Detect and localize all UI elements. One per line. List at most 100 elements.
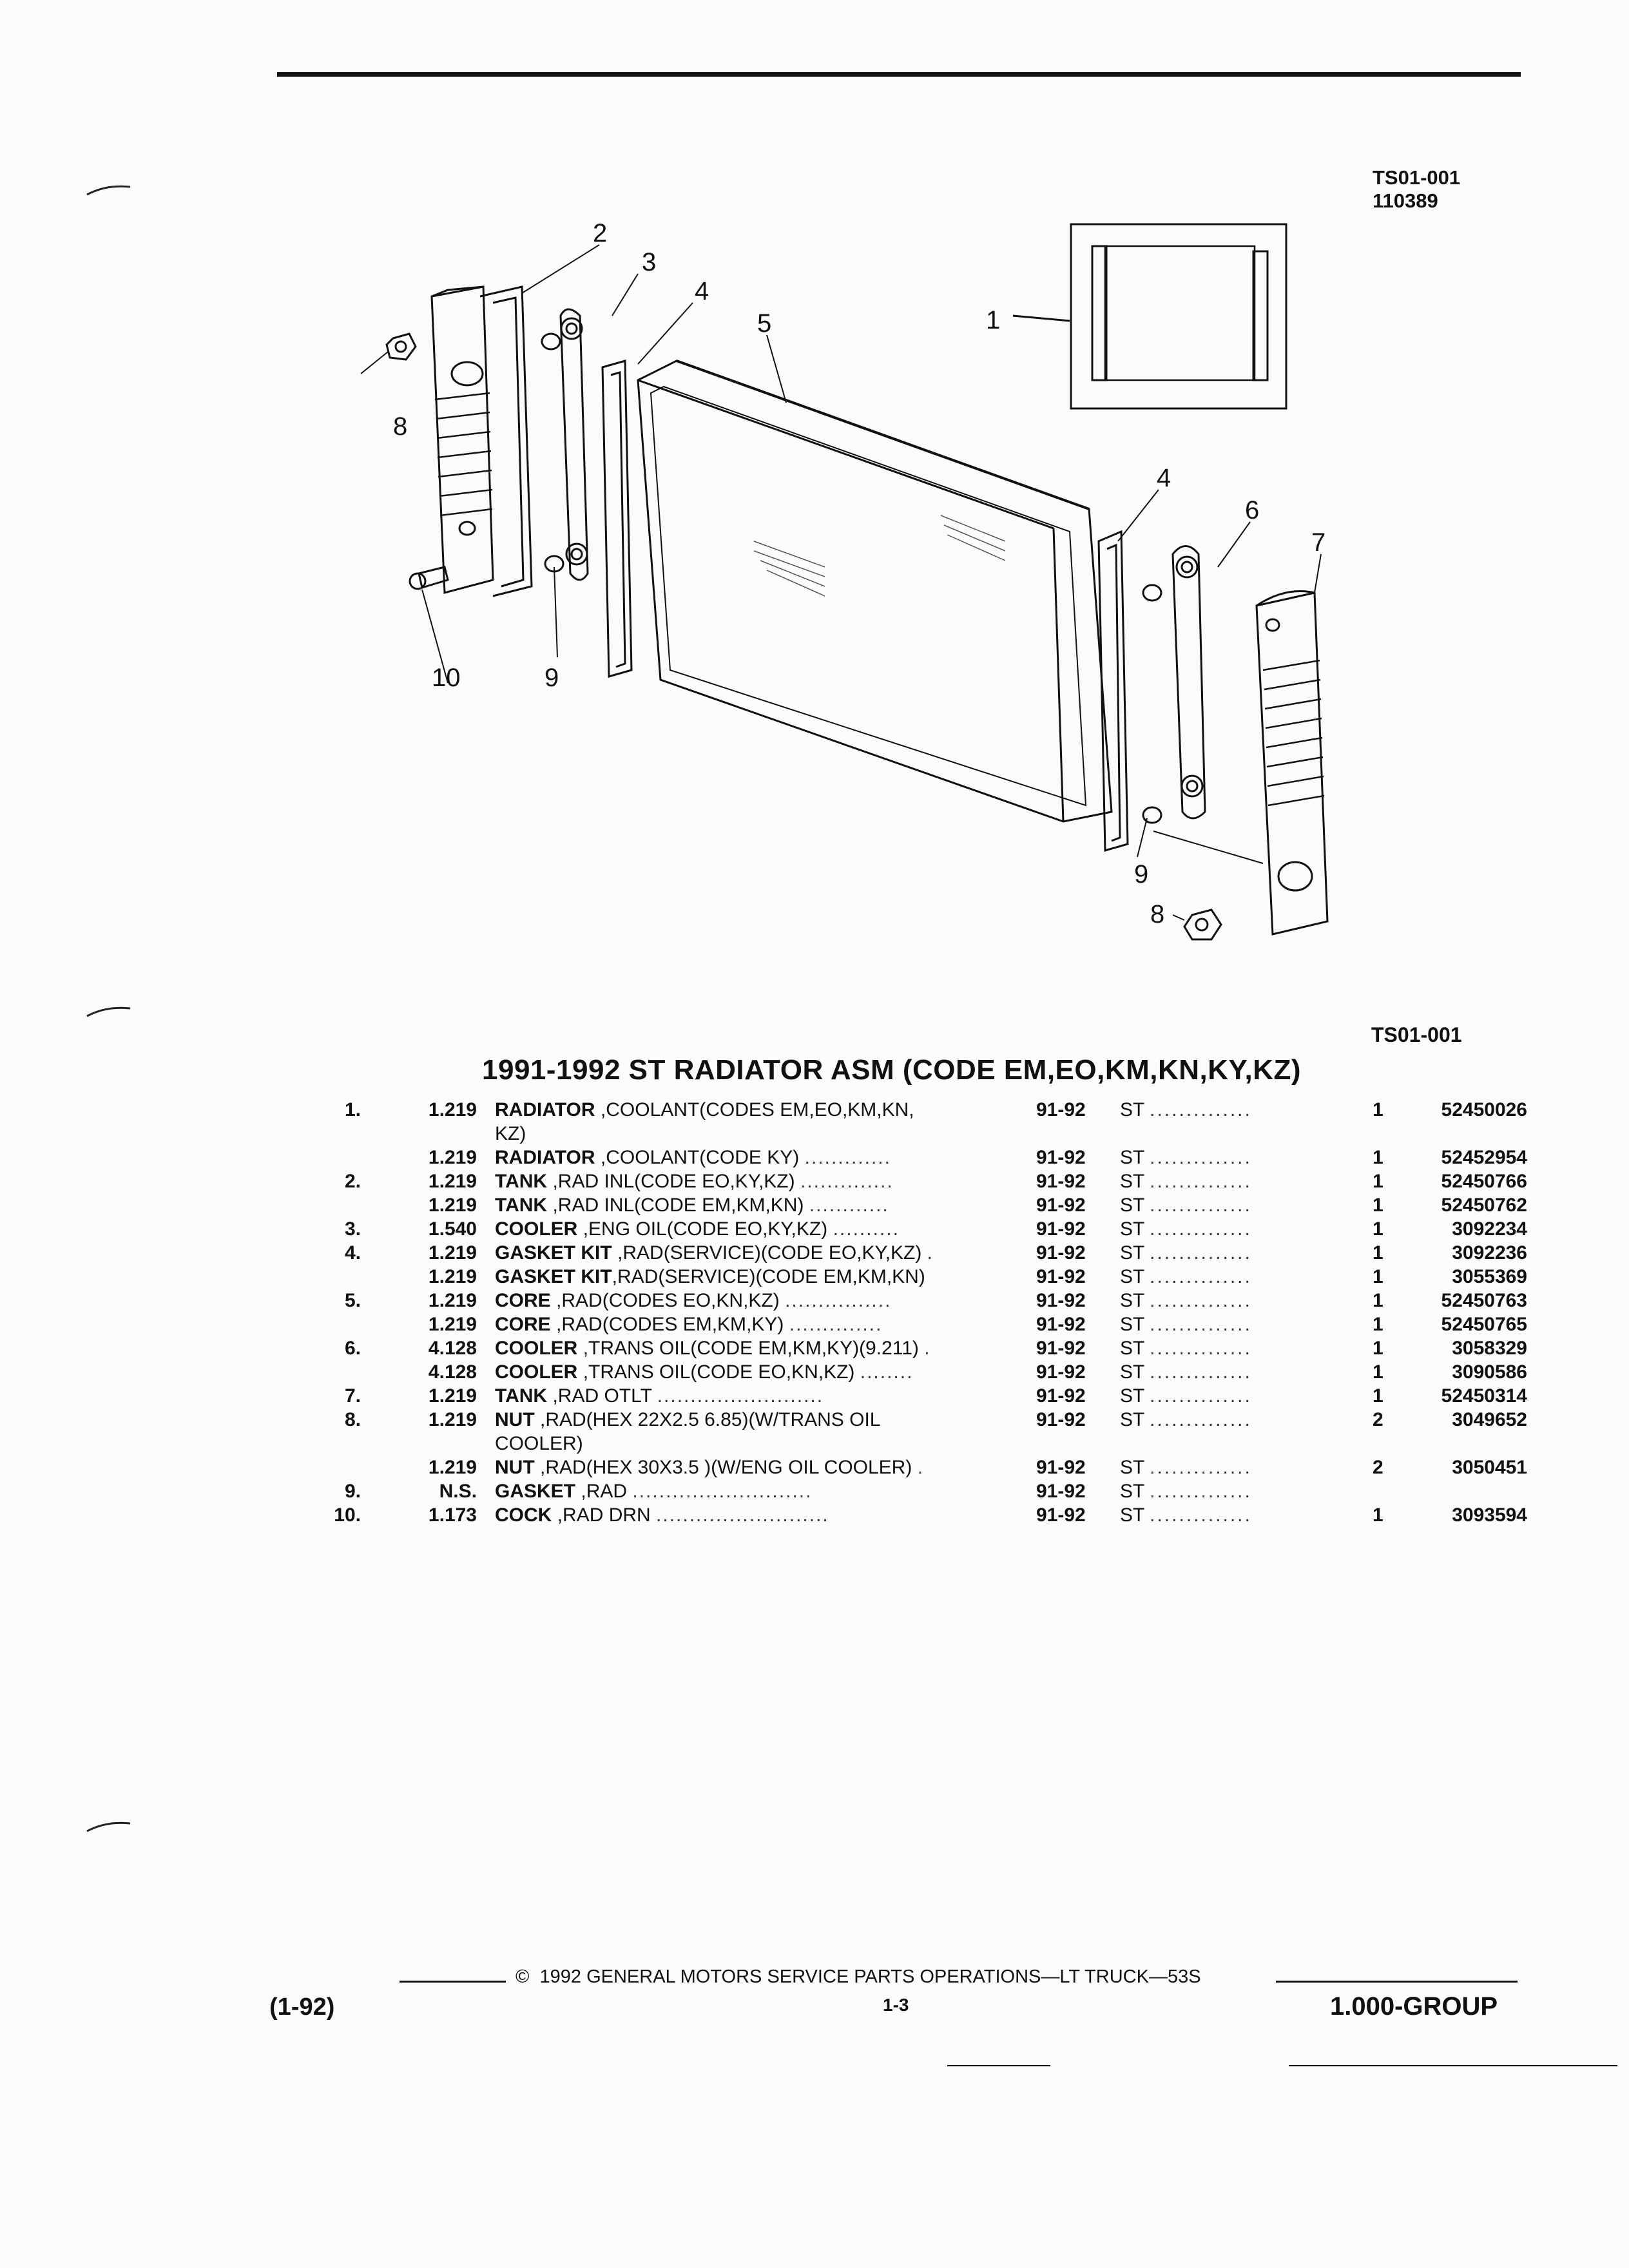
part-number: 52450762 [1441,1195,1527,1216]
header-reference: TS01-001 110389 [1373,166,1460,213]
part-name: CORE [495,1314,551,1335]
series: ST .............. [1120,1290,1252,1311]
item-index: 10. [334,1504,361,1526]
quantity: 1 [1373,1314,1383,1335]
part-detail: ,RAD INL(CODE EO,KY,KZ) [552,1171,795,1192]
group-number: N.S. [439,1481,477,1502]
model-years: 91-92 [1036,1504,1086,1526]
footer-date-code: (1-92) [269,1994,335,2021]
part-number: 3090586 [1452,1361,1527,1383]
radiator-exploded-diagram: 1 2 3 4 5 4 6 7 8 9 10 9 8 [360,219,1329,941]
callout: 2 [593,219,607,247]
part-description: RADIATOR ,COOLANT(CODES EM,EO,KM,KN,KZ) [495,1098,1030,1146]
footer-rule-left [400,1981,506,1983]
item-index: 7. [344,1385,361,1407]
quantity: 1 [1373,1218,1383,1240]
part-description: TANK ,RAD INL(CODE EM,KM,KN) ...........… [495,1195,889,1216]
bottom-reference: TS01-001 [1371,1023,1462,1046]
part-name: RADIATOR [495,1099,595,1120]
callout: 6 [1245,496,1259,524]
part-description: RADIATOR ,COOLANT(CODE KY) ............. [495,1147,891,1168]
part-number: 3092234 [1452,1218,1527,1240]
part-row: 8. 1.219 NUT ,RAD(HEX 22X2.5 6.85)(W/TRA… [316,1408,1540,1456]
model-years: 91-92 [1036,1242,1086,1264]
item-index: 4. [344,1242,361,1264]
part-name: NUT [495,1409,535,1430]
part-description: NUT ,RAD(HEX 30X3.5 )(W/ENG OIL COOLER) … [495,1457,925,1478]
part-name: GASKET KIT [495,1242,612,1264]
part-description: COOLER ,TRANS OIL(CODE EM,KM,KY)(9.211) … [495,1338,931,1359]
part-number: 3093594 [1452,1504,1527,1526]
part-row: 6. 4.128 COOLER ,TRANS OIL(CODE EM,KM,KY… [316,1336,1540,1360]
quantity: 1 [1373,1242,1383,1264]
part-description: GASKET KIT,RAD(SERVICE)(CODE EM,KM,KN) [495,1265,1030,1289]
model-years: 91-92 [1036,1314,1086,1335]
quantity: 1 [1373,1290,1383,1311]
quantity: 1 [1373,1338,1383,1359]
group-number: 1.219 [428,1195,477,1216]
series: ST .............. [1120,1147,1252,1168]
part-row: 4. 1.219 GASKET KIT ,RAD(SERVICE)(CODE E… [316,1241,1540,1265]
part-detail: ,RAD(CODES EO,KN,KZ) [556,1290,780,1311]
part-name: CORE [495,1290,551,1311]
series: ST .............. [1120,1338,1252,1359]
item-index: 9. [344,1481,361,1502]
quantity: 2 [1373,1409,1383,1430]
part-number: 52452954 [1441,1147,1527,1168]
series: ST .............. [1120,1099,1252,1120]
callout: 10 [432,664,461,692]
group-number: 1.540 [428,1218,477,1240]
part-number: 3055369 [1452,1266,1527,1287]
part-name: TANK [495,1385,548,1407]
series: ST .............. [1120,1242,1252,1264]
part-number: 3049652 [1452,1409,1527,1430]
part-row: 9. N.S. GASKET ,RAD ....................… [316,1479,1540,1503]
quantity: 1 [1373,1171,1383,1192]
part-number: 52450763 [1441,1290,1527,1311]
part-row: 7. 1.219 TANK ,RAD OTLT ................… [316,1384,1540,1408]
part-number: 3050451 [1452,1457,1527,1478]
model-years: 91-92 [1036,1338,1086,1359]
group-number: 4.128 [428,1338,477,1359]
margin-mark [86,1006,131,1017]
footer-copyright: © 1992 GENERAL MOTORS SERVICE PARTS OPER… [516,1966,1201,1987]
part-row: 1.219 NUT ,RAD(HEX 30X3.5 )(W/ENG OIL CO… [316,1456,1540,1479]
part-row: 1. 1.219 RADIATOR ,COOLANT(CODES EM,EO,K… [316,1098,1540,1146]
part-description: COOLER ,TRANS OIL(CODE EO,KN,KZ) .......… [495,1361,914,1383]
part-detail: ,RAD(CODES EM,KM,KY) [556,1314,784,1335]
group-number: 1.219 [428,1147,477,1168]
group-number: 1.173 [428,1504,477,1526]
part-detail: ,TRANS OIL(CODE EO,KN,KZ) [583,1361,855,1383]
part-detail: ,RAD DRN [557,1504,651,1526]
series: ST .............. [1120,1385,1252,1407]
part-row: 1.219 GASKET KIT,RAD(SERVICE)(CODE EM,KM… [316,1265,1540,1289]
part-description: CORE ,RAD(CODES EO,KN,KZ) ..............… [495,1290,892,1311]
model-years: 91-92 [1036,1266,1086,1287]
part-detail: ,ENG OIL(CODE EO,KY,KZ) [583,1218,828,1240]
item-index: 1. [344,1099,361,1120]
part-number: 52450026 [1441,1099,1527,1120]
group-number: 1.219 [428,1385,477,1407]
section-title: 1991-1992 ST RADIATOR ASM (CODE EM,EO,KM… [482,1054,1302,1086]
group-number: 1.219 [428,1314,477,1335]
part-row: 1.219 RADIATOR ,COOLANT(CODE KY) .......… [316,1146,1540,1169]
series: ST .............. [1120,1481,1252,1502]
part-detail: ,COOLANT(CODE KY) [600,1147,800,1168]
series: ST .............. [1120,1409,1252,1430]
footer-rule-right [1276,1981,1518,1983]
group-number: 1.219 [428,1409,477,1430]
callout: 8 [1150,900,1164,928]
part-name: COOLER [495,1361,578,1383]
part-detail: ,RAD(SERVICE)(CODE EM,KM,KN) [612,1266,925,1287]
series: ST .............. [1120,1195,1252,1216]
group-number: 1.219 [428,1457,477,1478]
callout: 8 [393,412,407,441]
group-number: 1.219 [428,1099,477,1120]
series: ST .............. [1120,1314,1252,1335]
group-number: 1.219 [428,1171,477,1192]
part-name: COCK [495,1504,552,1526]
quantity: 1 [1373,1195,1383,1216]
callout: 3 [642,248,656,276]
margin-mark [86,1821,131,1832]
